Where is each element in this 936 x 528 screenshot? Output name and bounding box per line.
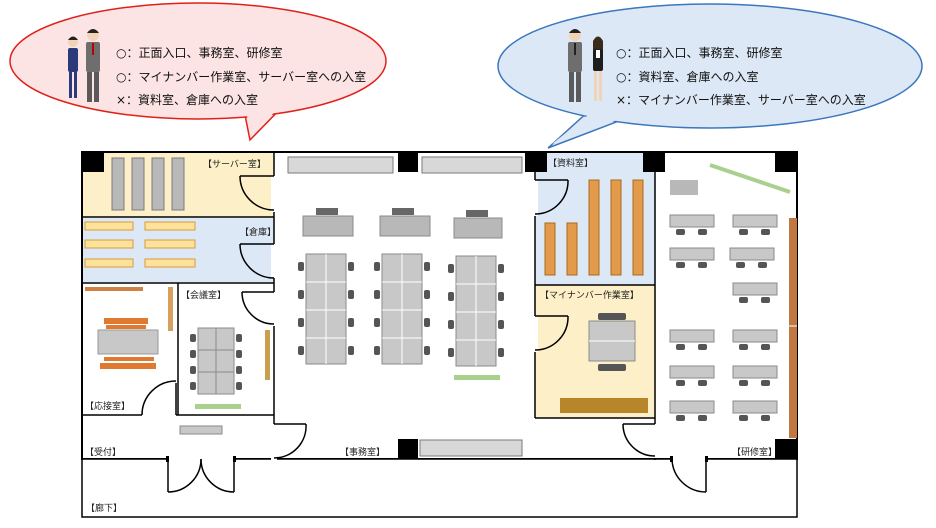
right-bubble-line-1: ○：正面入口、事務室、研修室 xyxy=(616,45,782,60)
right-bubble-body xyxy=(497,3,923,129)
floor-plan: 【サーバー室】 【倉庫】 【会議室】 【応接室】 【受付】 【事務室】 【資料室… xyxy=(81,151,798,518)
meeting-room-furniture xyxy=(190,327,270,409)
mynumber-room-label: 【マイナンバー作業室】 xyxy=(540,289,639,301)
meeting-room-label: 【会議室】 xyxy=(181,289,226,301)
right-speech-bubble: ○：正面入口、事務室、研修室 ○：資料室、倉庫への入室 ×：マイナンバー作業室、… xyxy=(497,3,923,149)
reception-room-furniture xyxy=(85,287,173,369)
door-jambs xyxy=(166,456,708,462)
reception-room-label: 【応接室】 xyxy=(85,400,130,412)
training-room-furniture xyxy=(669,163,797,438)
office-desk-group-2 xyxy=(379,208,431,365)
office-desk-group-1 xyxy=(302,208,354,365)
mynumber-room-furniture xyxy=(560,313,648,413)
left-speech-bubble: ○：正面入口、事務室、研修室 ○：マイナンバー作業室、サーバー室への入室 ×：資… xyxy=(9,2,387,142)
left-bubble-line-1: ○：正面入口、事務室、研修室 xyxy=(116,45,282,60)
left-bubble-line-2: ○：マイナンバー作業室、サーバー室への入室 xyxy=(116,69,366,84)
office-cabinets xyxy=(287,156,523,457)
office-chairs xyxy=(298,262,504,357)
woman-staff-figure xyxy=(593,36,603,101)
training-room-label: 【研修室】 xyxy=(732,446,777,458)
woman-staff-figure xyxy=(68,36,78,98)
structural-pillars xyxy=(82,152,797,459)
reception-label: 【受付】 xyxy=(85,446,121,458)
archive-shelves xyxy=(544,179,644,276)
storage-shelves xyxy=(84,221,196,268)
reception-counter xyxy=(179,425,223,435)
storage-room-label: 【倉庫】 xyxy=(240,226,276,238)
hallway-label: 【廊下】 xyxy=(86,502,122,514)
office-label: 【事務室】 xyxy=(340,446,385,458)
archive-room-label: 【資料室】 xyxy=(548,157,593,169)
server-racks xyxy=(111,157,185,211)
right-bubble-line-2: ○：資料室、倉庫への入室 xyxy=(616,69,758,84)
left-bubble-line-3: ×：資料室、倉庫への入室 xyxy=(116,92,258,107)
server-room-label: 【サーバー室】 xyxy=(203,158,266,170)
hallway-outline xyxy=(81,458,798,518)
office-desk-group-3 xyxy=(453,210,503,380)
man-staff-figure xyxy=(568,29,582,102)
doors xyxy=(141,175,708,493)
right-bubble-line-3: ×：マイナンバー作業室、サーバー室への入室 xyxy=(616,92,866,107)
left-bubble-body xyxy=(9,2,387,120)
man-staff-figure xyxy=(86,29,100,102)
